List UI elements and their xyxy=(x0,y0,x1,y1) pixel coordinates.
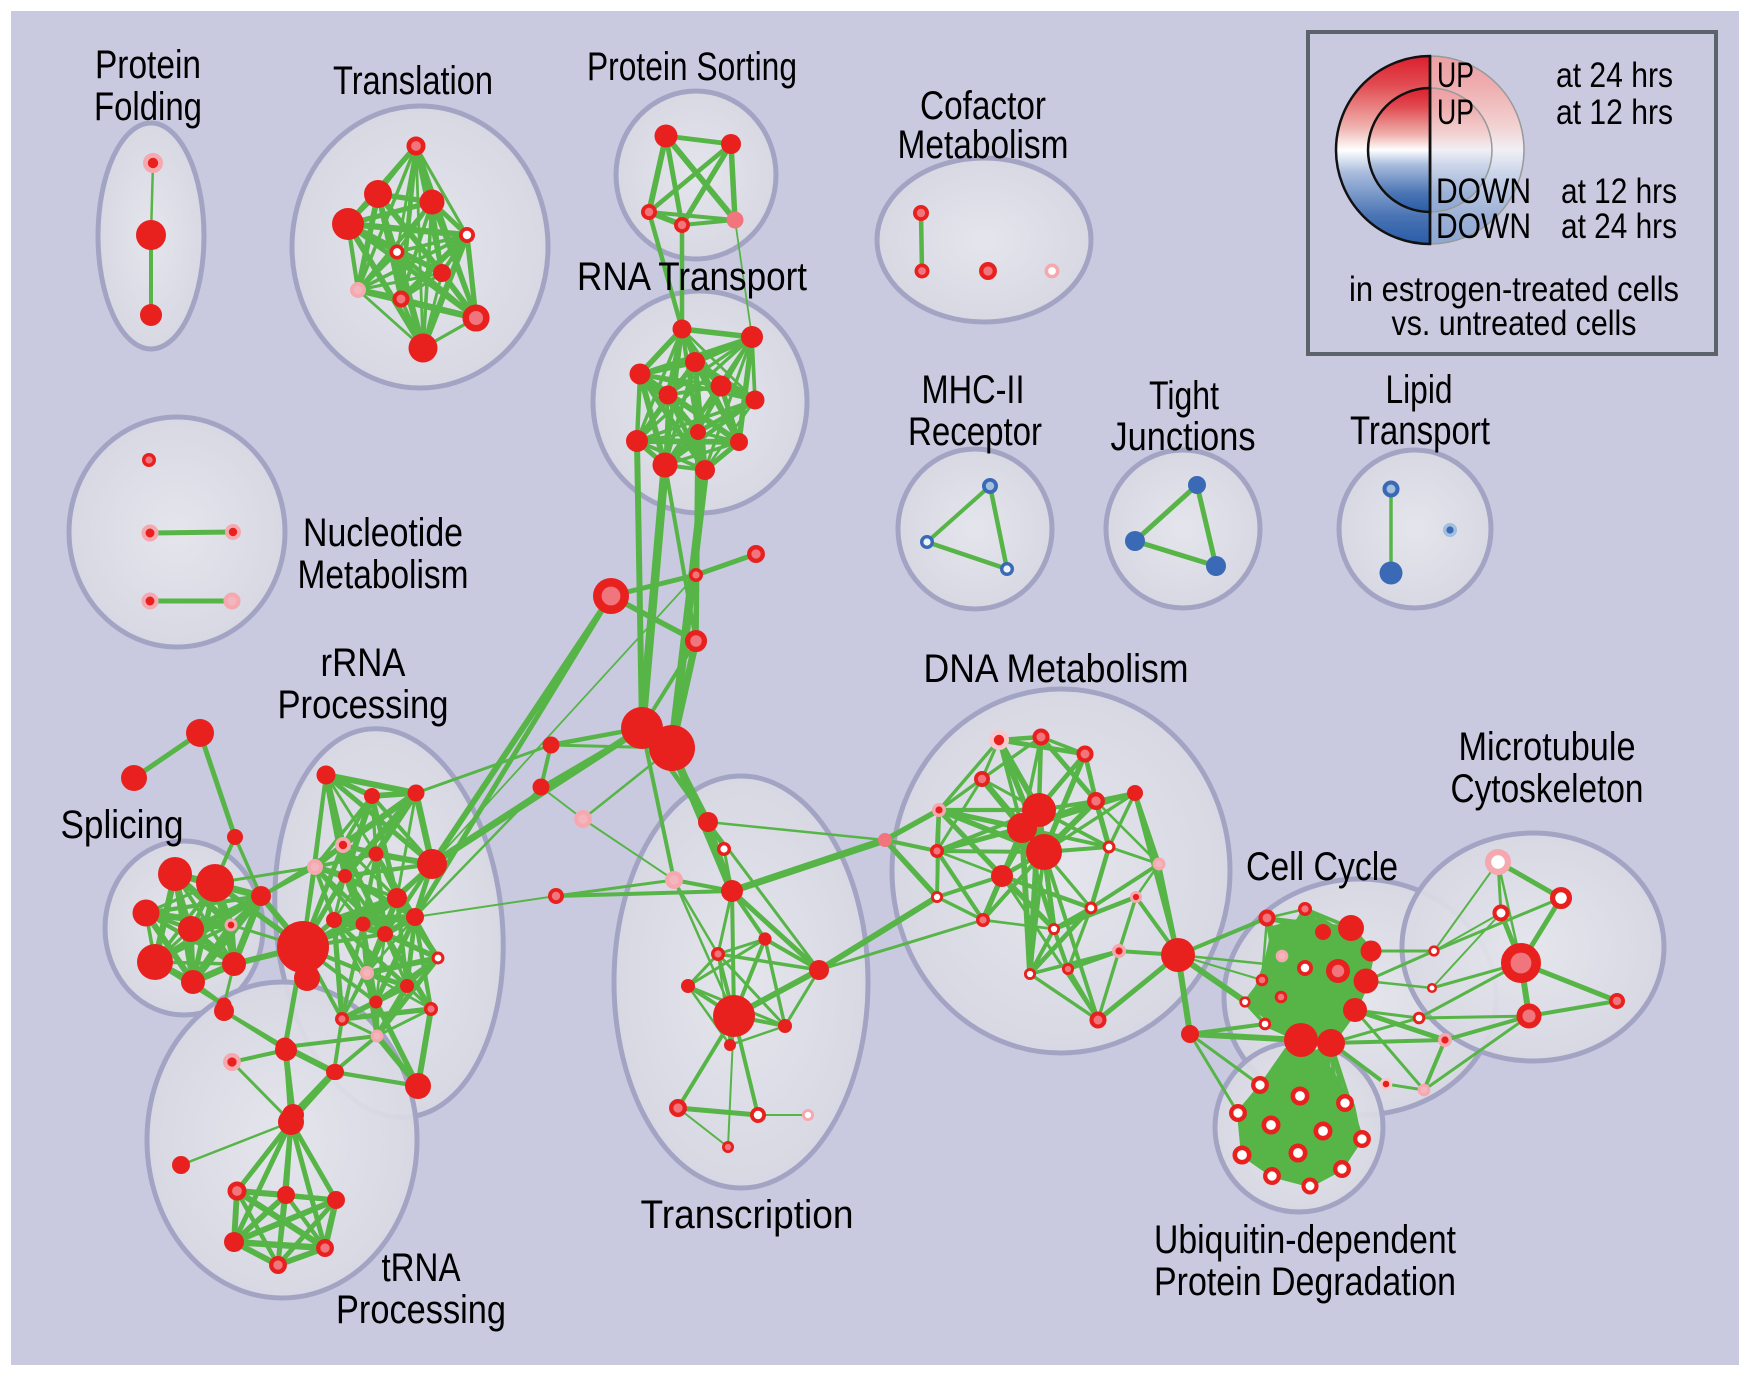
svg-text:Tight: Tight xyxy=(1149,374,1219,418)
svg-text:Receptor: Receptor xyxy=(908,410,1042,454)
svg-text:Metabolism: Metabolism xyxy=(298,553,469,597)
svg-text:Translation: Translation xyxy=(333,59,493,103)
svg-text:Folding: Folding xyxy=(94,85,202,129)
svg-text:Splicing: Splicing xyxy=(61,803,184,847)
svg-text:Junctions: Junctions xyxy=(1111,415,1256,459)
svg-text:Protein: Protein xyxy=(95,43,201,87)
svg-text:Processing: Processing xyxy=(278,683,449,727)
svg-text:rRNA: rRNA xyxy=(321,641,406,685)
svg-text:Transport: Transport xyxy=(1350,409,1490,453)
svg-text:Processing: Processing xyxy=(336,1288,506,1332)
svg-text:Lipid: Lipid xyxy=(1386,368,1453,412)
svg-text:Cytoskeleton: Cytoskeleton xyxy=(1451,767,1644,811)
svg-text:RNA Transport: RNA Transport xyxy=(577,255,807,299)
svg-text:DOWN: DOWN xyxy=(1436,172,1531,211)
svg-text:Microtubule: Microtubule xyxy=(1459,725,1636,769)
svg-text:UP: UP xyxy=(1437,56,1474,95)
svg-text:at 12 hrs: at 12 hrs xyxy=(1561,172,1677,211)
svg-text:at 24 hrs: at 24 hrs xyxy=(1556,56,1673,95)
svg-text:Metabolism: Metabolism xyxy=(898,123,1069,167)
svg-text:vs. untreated cells: vs. untreated cells xyxy=(1392,304,1637,343)
svg-text:Protein Degradation: Protein Degradation xyxy=(1154,1260,1456,1304)
svg-text:DOWN: DOWN xyxy=(1436,207,1531,246)
svg-text:UP: UP xyxy=(1437,93,1474,132)
svg-text:tRNA: tRNA xyxy=(382,1246,461,1290)
svg-text:Ubiquitin-dependent: Ubiquitin-dependent xyxy=(1154,1218,1456,1262)
svg-text:at 24 hrs: at 24 hrs xyxy=(1561,207,1677,246)
svg-text:Protein Sorting: Protein Sorting xyxy=(587,45,797,89)
svg-text:DNA Metabolism: DNA Metabolism xyxy=(924,647,1189,691)
svg-text:Cell Cycle: Cell Cycle xyxy=(1246,845,1398,889)
svg-text:in estrogen-treated cells: in estrogen-treated cells xyxy=(1349,270,1679,309)
svg-text:Nucleotide: Nucleotide xyxy=(303,511,463,555)
svg-text:Cofactor: Cofactor xyxy=(920,84,1046,128)
svg-text:MHC-II: MHC-II xyxy=(922,368,1025,412)
svg-text:at 12 hrs: at 12 hrs xyxy=(1556,93,1673,132)
svg-text:Transcription: Transcription xyxy=(641,1193,854,1237)
